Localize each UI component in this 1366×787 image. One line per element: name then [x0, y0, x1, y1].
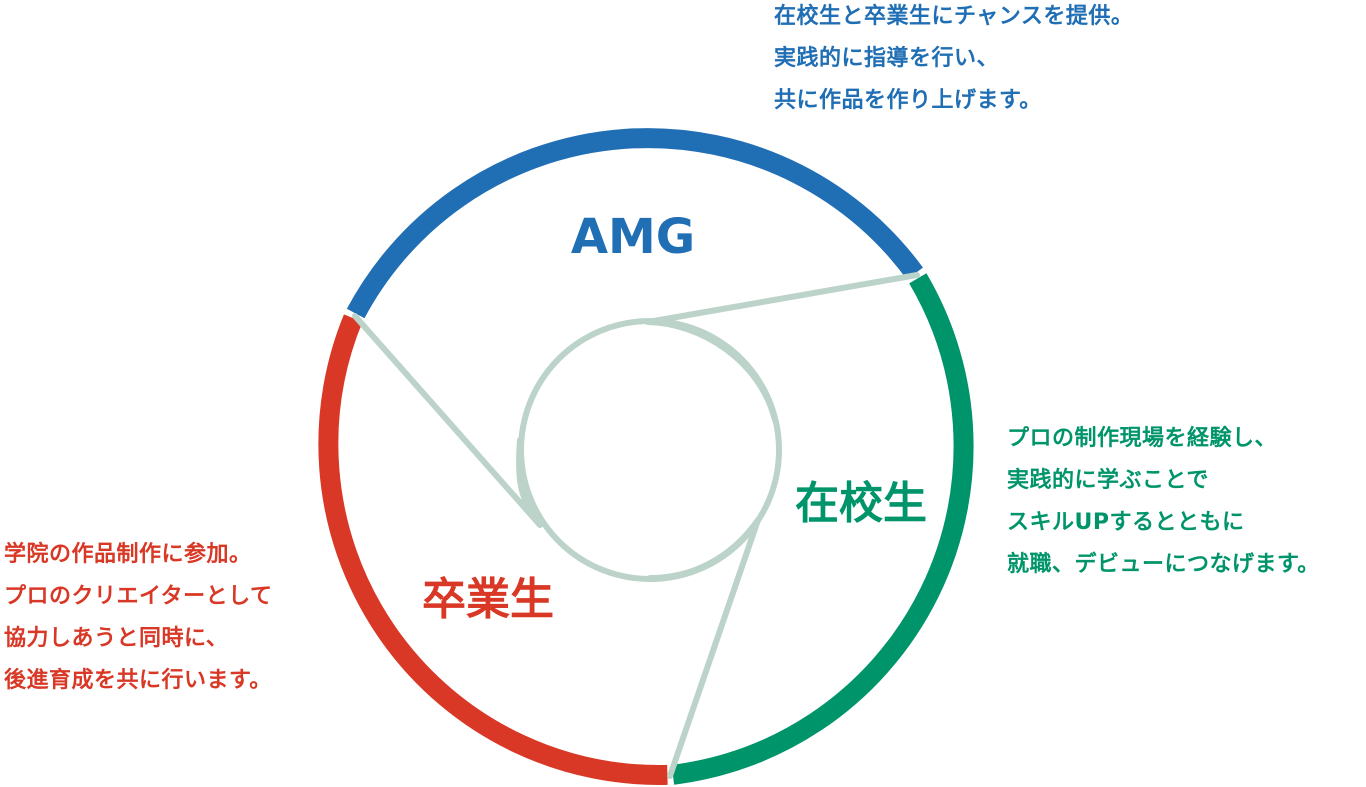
connector-sotsugyousei-to-amg — [352, 313, 543, 528]
inner-circle — [518, 318, 782, 582]
sotsugyousei-description-line: プロのクリエイターとして — [4, 584, 273, 609]
zaikousei-description-line: プロの制作現場を経験し、 — [1007, 426, 1278, 451]
zaikousei-description: プロの制作現場を経験し、 実践的に学ぶことで スキルUPするとともに 就職、デビ… — [1007, 428, 1320, 596]
amg-description: 在校生と卒業生にチャンスを提供。 実践的に指導を行い、 共に作品を作り上げます。 — [774, 6, 1133, 132]
amg-label: AMG — [571, 209, 695, 265]
amg-description-line: 実践的に指導を行い、 — [774, 46, 1000, 71]
sotsugyousei-description-line: 後進育成を共に行います。 — [4, 668, 272, 693]
zaikousei-description-line: 就職、デビューにつなげます。 — [1007, 552, 1320, 577]
sotsugyousei-description-line: 協力しあうと同時に、 — [4, 626, 229, 651]
zaikousei-label: 在校生 — [795, 478, 927, 529]
connector-swirl — [352, 272, 920, 779]
sotsugyousei-description: 学院の作品制作に参加。 プロのクリエイターとして 協力しあうと同時に、 後進育成… — [4, 544, 272, 712]
connector-zaikousei-to-sotsugyousei — [647, 517, 761, 779]
zaikousei-ring-arc — [671, 273, 974, 785]
zaikousei-description-line: スキルUPするとともに — [1007, 510, 1245, 535]
sotsugyousei-ring-arc — [318, 314, 668, 785]
amg-description-line: 在校生と卒業生にチャンスを提供。 — [774, 4, 1134, 29]
amg-ring-arc — [346, 128, 923, 319]
amg-description-line: 共に作品を作り上げます。 — [774, 88, 1042, 113]
sotsugyousei-description-line: 学院の作品制作に参加。 — [4, 542, 252, 567]
zaikousei-description-line: 実践的に学ぶことで — [1007, 468, 1209, 493]
sotsugyousei-label: 卒業生 — [422, 574, 554, 625]
connector-amg-to-zaikousei — [645, 272, 920, 423]
